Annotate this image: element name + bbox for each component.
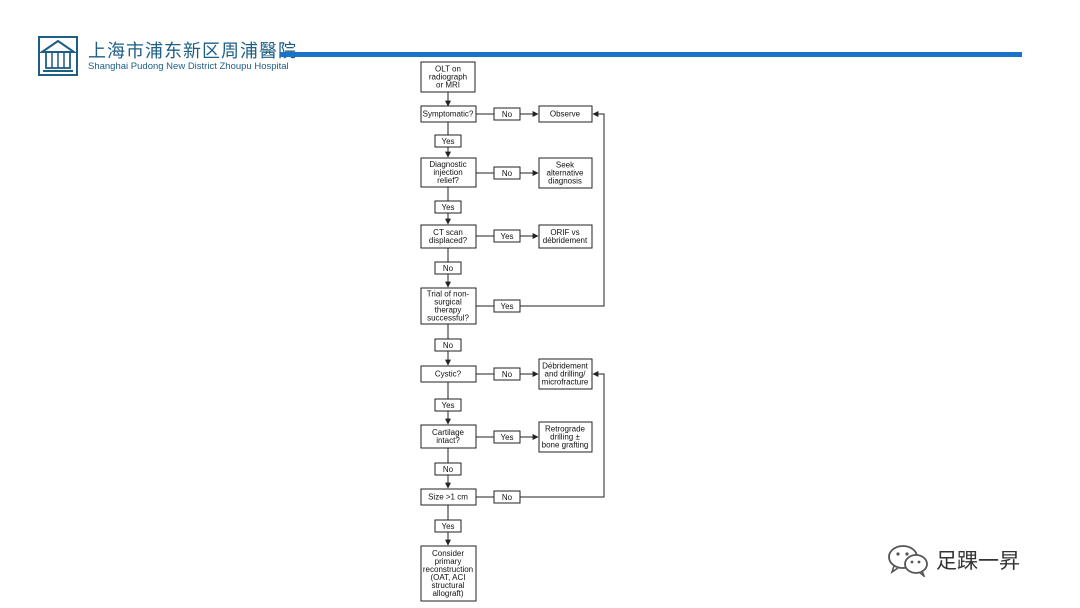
edge-label-injection-yes: Yes <box>434 200 462 214</box>
node-text-line: diagnosis <box>548 177 582 186</box>
node-text-line: Retrograde <box>545 425 586 434</box>
node-text-line: reconstruction <box>423 565 473 574</box>
node-text-line: débridement <box>543 236 588 245</box>
node-text-line: microfracture <box>542 378 589 387</box>
svg-text:No: No <box>443 465 454 474</box>
header-divider <box>280 52 1022 57</box>
node-cystic: Cystic? <box>420 365 477 383</box>
svg-text:Yes: Yes <box>441 137 454 146</box>
edge-label-injection-no: No <box>493 166 521 180</box>
node-text-line: Observe <box>550 110 581 119</box>
wechat-icon <box>888 545 928 577</box>
svg-text:Yes: Yes <box>441 401 454 410</box>
node-text-line: injection <box>433 168 462 177</box>
node-text-line: successful? <box>427 314 469 323</box>
svg-text:No: No <box>502 493 513 502</box>
edge-label-cartilage-no: No <box>434 462 462 476</box>
node-text-line: Size >1 cm <box>428 493 468 502</box>
svg-text:Yes: Yes <box>500 433 513 442</box>
edge-label-ct-yes: Yes <box>493 229 521 243</box>
edge-label-cystic-yes: Yes <box>434 398 462 412</box>
edge-label-size-yes: Yes <box>434 519 462 533</box>
node-text-line: Cystic? <box>435 370 462 379</box>
hospital-building-logo-icon <box>38 36 78 76</box>
node-text-line: relief? <box>437 176 459 185</box>
edge-label-ct-no: No <box>434 261 462 275</box>
node-text-line: Consider <box>432 549 464 558</box>
node-text-line: or MRI <box>436 81 460 90</box>
svg-text:Yes: Yes <box>500 232 513 241</box>
svg-text:No: No <box>502 370 513 379</box>
edge-label-trial-no: No <box>434 338 462 352</box>
node-text-line: therapy <box>435 306 462 315</box>
watermark-text: 足踝一昇 <box>936 549 1020 573</box>
node-observe: Observe <box>538 105 593 123</box>
svg-text:Yes: Yes <box>441 522 454 531</box>
node-text-line: and drilling/ <box>545 370 587 379</box>
edge-label-size-no: No <box>493 490 521 504</box>
svg-text:Yes: Yes <box>500 302 513 311</box>
node-text-line: CT scan <box>433 228 463 237</box>
node-text-line: structural <box>432 581 465 590</box>
node-text-line: Diagnostic <box>429 160 466 169</box>
node-text-line: alternative <box>547 169 584 178</box>
node-text-line: Seek <box>556 161 575 170</box>
node-text-line: Symptomatic? <box>423 110 474 119</box>
edge-label-cartilage-yes: Yes <box>493 430 521 444</box>
node-text-line: bone grafting <box>542 441 589 450</box>
node-text-line: intact? <box>436 436 460 445</box>
svg-text:No: No <box>502 110 513 119</box>
svg-text:No: No <box>502 169 513 178</box>
edge-label-cystic-no: No <box>493 367 521 381</box>
node-text-line: primary <box>435 557 462 566</box>
node-text-line: ORIF vs <box>550 228 579 237</box>
edge-label-symptomatic-yes: Yes <box>434 134 462 148</box>
hospital-name-english: Shanghai Pudong New District Zhoupu Hosp… <box>88 61 289 72</box>
svg-text:No: No <box>443 341 454 350</box>
edge-label-symptomatic-no: No <box>493 107 521 121</box>
edge-label-trial-yes: Yes <box>493 299 521 313</box>
node-text-line: radiograph <box>429 73 467 82</box>
svg-text:No: No <box>443 264 454 273</box>
node-size-gt-1cm: Size >1 cm <box>420 488 477 506</box>
node-text-line: drilling ± <box>550 433 580 442</box>
hospital-name-chinese: 上海市浦东新区周浦醫院 <box>88 41 297 62</box>
node-text-line: Cartilage <box>432 428 465 437</box>
node-text-line: Trial of non- <box>427 290 470 299</box>
svg-text:Yes: Yes <box>441 203 454 212</box>
wechat-watermark: 足踝一昇 <box>886 540 1020 580</box>
node-text-line: (OAT, ACI <box>431 573 466 582</box>
node-text-line: surgical <box>434 298 462 307</box>
node-symptomatic: Symptomatic? <box>420 105 477 123</box>
node-text-line: allograft) <box>432 589 463 598</box>
node-text-line: Débridement <box>542 362 589 371</box>
node-text-line: displaced? <box>429 236 468 245</box>
node-text-line: OLT on <box>435 65 461 74</box>
